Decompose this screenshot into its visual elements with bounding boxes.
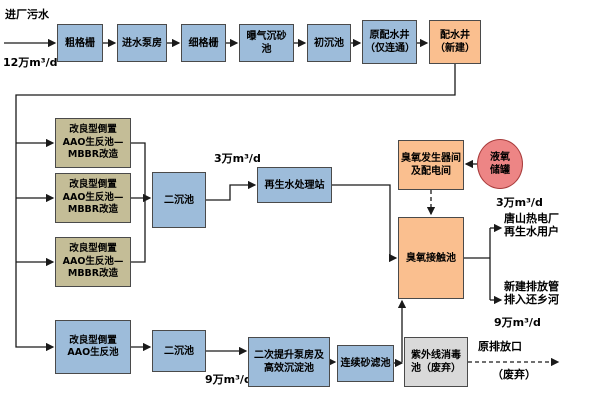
node-inlet-pump-house: 进水泵房 [117,24,167,62]
node-aao-mbbr-3: 改良型倒置AAO生反池—MBBR改造 [55,237,131,287]
node-secondary-lift-pump-house: 二次提升泵房及高效沉淀池 [248,337,330,387]
node-old-distribution-well: 原配水井（仅连通） [362,20,417,64]
node-aao-mbbr-1: 改良型倒置AAO生反池—MBBR改造 [55,118,131,168]
node-uv-disinfection-tank: 紫外线消毒池（废弃） [404,337,468,387]
node-reclaimed-water-station: 再生水处理站 [257,167,332,203]
river-flow-label: 9万m³/d [494,316,541,329]
node-continuous-sand-filter: 连续砂滤池 [337,345,394,382]
node-secondary-tank-upper: 二沉池 [152,172,206,228]
node-liquid-oxygen-tank: 液氧储罐 [477,139,523,189]
node-primary-sedimentation-tank: 初沉池 [307,24,351,62]
influent-label: 进厂污水 [5,8,49,21]
node-coarse-screen: 粗格栅 [57,24,103,62]
node-ozone-generator-room: 臭氧发生器间及配电间 [398,140,464,190]
old-outlet-label: 原排放口 [478,340,522,353]
power-plant-flow-label: 3万m³/d [496,196,543,209]
old-outlet-status-label: （废弃） [492,368,536,381]
lift-flow-label: 9万m³/d [205,373,252,386]
node-secondary-tank-lower: 二沉池 [152,330,206,372]
power-plant-user-label: 唐山热电厂再生水用户 [504,212,559,239]
node-ozone-contact-tank: 臭氧接触池 [398,217,464,299]
river-outfall-label: 新建排放管排入还乡河 [504,280,559,307]
influent-flow-label: 12万m³/d [3,56,58,69]
node-aao-plain: 改良型倒置AAO生反池 [55,320,131,374]
node-aao-mbbr-2: 改良型倒置AAO生反池—MBBR改造 [55,173,131,223]
reclaim-flow-label: 3万m³/d [214,152,261,165]
node-fine-screen: 细格栅 [181,24,226,62]
node-aerated-grit-chamber: 曝气沉砂池 [239,24,294,62]
node-new-distribution-well: 配水井（新建） [429,20,481,64]
